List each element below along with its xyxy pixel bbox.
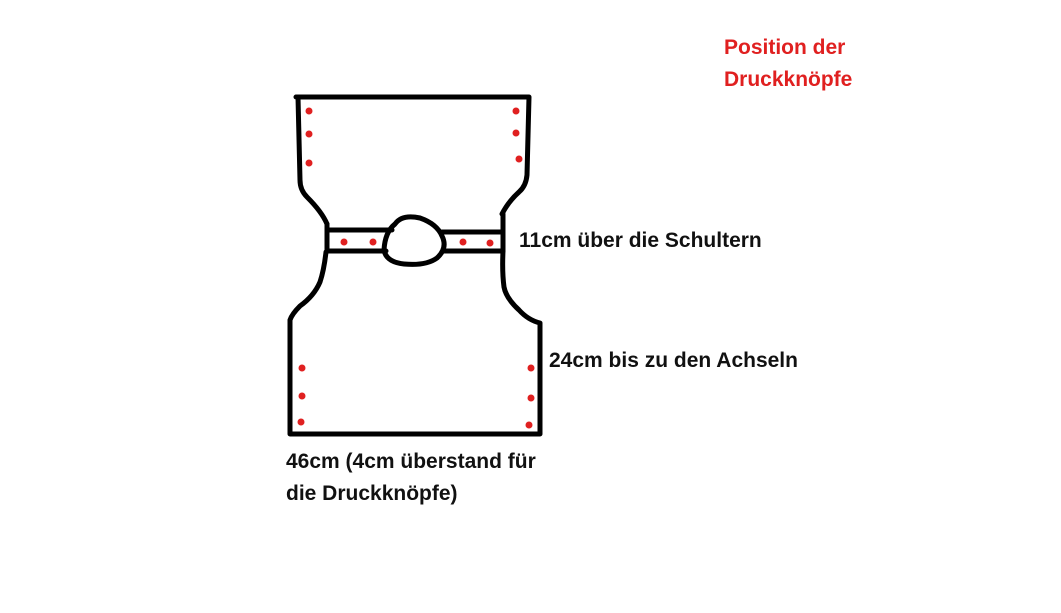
snap-dot	[527, 364, 535, 372]
shoulder-measurement-label: 11cm über die Schultern	[519, 229, 762, 252]
neck-opening-outline	[381, 214, 447, 267]
snap-button-dots	[297, 107, 535, 429]
snap-dot	[297, 418, 305, 426]
snap-dot	[459, 238, 467, 246]
width-label-line-2: die Druckknöpfe)	[286, 482, 458, 505]
snap-dot	[340, 238, 348, 246]
snap-dot	[305, 159, 313, 167]
legend-line-1: Position der	[724, 36, 846, 59]
legend-line-2: Druckknöpfe	[724, 68, 853, 91]
snap-dot	[515, 155, 523, 163]
snap-dot	[298, 392, 306, 400]
armpit-measurement-label: 24cm bis zu den Achseln	[549, 349, 798, 372]
snap-dot	[512, 129, 520, 137]
upper-panel-outline	[293, 94, 532, 227]
width-label-line-1: 46cm (4cm überstand für	[286, 450, 536, 473]
snap-dot	[298, 364, 306, 372]
snap-dot	[525, 421, 533, 429]
snap-dot	[369, 238, 377, 246]
snap-dot	[486, 239, 494, 247]
snap-dot	[305, 107, 313, 115]
snap-position-legend: Position der Druckknöpfe	[724, 32, 852, 96]
width-measurement-label: 46cm (4cm überstand für die Druckknöpfe)	[286, 446, 536, 510]
snap-dot	[305, 130, 313, 138]
snap-dot	[512, 107, 520, 115]
lower-panel-outline	[287, 248, 543, 437]
snap-dot	[527, 394, 535, 402]
shoulder-strap-outline	[324, 211, 506, 254]
